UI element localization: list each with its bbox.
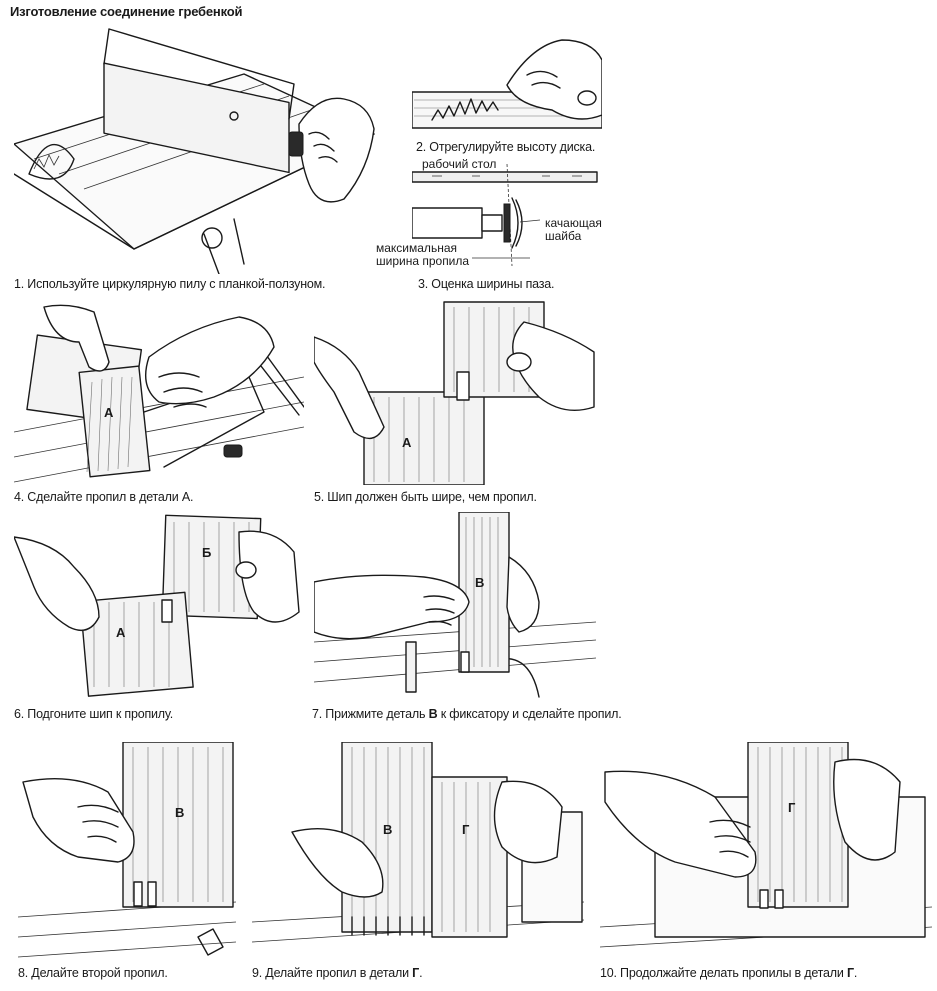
label-work-table: рабочий стол [422, 157, 497, 171]
step-9-illustration [252, 742, 584, 960]
step-10-caption: 10. Продолжайте делать пропилы в детали … [600, 966, 858, 980]
blade-height-illustration [412, 39, 602, 129]
label-max-kerf-line2: ширина пропила [376, 254, 470, 268]
tenon-wider-illustration [314, 301, 595, 485]
step-6-caption: 6. Подгоните шип к пропилу. [14, 707, 173, 721]
step-2-illustration [412, 30, 602, 140]
second-cut-illustration [18, 742, 236, 958]
label-max-kerf-line1: максимальная [376, 241, 457, 255]
step-7-illustration [314, 512, 596, 702]
step-8-illustration [18, 742, 236, 960]
step-3-illustration [412, 158, 612, 270]
step-3-caption: 3. Оценка ширины паза. [418, 277, 555, 291]
step-9-caption: 9. Делайте пропил в детали Г. [252, 966, 423, 980]
step-7-caption: 7. Прижмите деталь В к фиксатору и сдела… [312, 707, 622, 721]
step-6-illustration [14, 512, 304, 702]
wobble-washer-diagram [412, 163, 598, 267]
part-g-label-step9: Г [462, 822, 470, 837]
step-1-illustration [14, 24, 384, 274]
step-5-caption: 5. Шип должен быть шире, чем пропил. [314, 490, 537, 504]
fit-tenon-illustration [14, 514, 300, 697]
part-v-label-step9: В [383, 822, 393, 837]
part-a-label: А [104, 405, 114, 420]
part-g-label-step10: Г [788, 800, 796, 815]
step-4-caption: 4. Сделайте пропил в детали А. [14, 490, 194, 504]
part-b-label-step6: Б [202, 545, 212, 560]
step-1-caption: 1. Используйте циркулярную пилу с планко… [14, 277, 326, 291]
step-2-caption: 2. Отрегулируйте высоту диска. [416, 140, 596, 154]
label-wobble-washer-line2: шайба [545, 229, 582, 243]
part-a-label-step5: А [402, 435, 412, 450]
part-v-label-step7: В [475, 575, 485, 590]
step-4-illustration [14, 297, 304, 485]
saw-table-illustration [14, 28, 375, 274]
part-v-label-step8: В [175, 805, 185, 820]
press-part-v-illustration [314, 512, 596, 698]
page-title: Изготовление соединение гребенкой [10, 4, 243, 19]
step-5-illustration [314, 297, 596, 485]
step-10-illustration [600, 742, 932, 960]
cut-part-g-illustration [252, 742, 584, 943]
cut-part-a-illustration [14, 304, 304, 483]
continue-cuts-illustration [600, 742, 932, 948]
label-wobble-washer-line1: качающая [545, 216, 602, 230]
part-a-label-step6: А [116, 625, 126, 640]
step-8-caption: 8. Делайте второй пропил. [18, 966, 168, 980]
